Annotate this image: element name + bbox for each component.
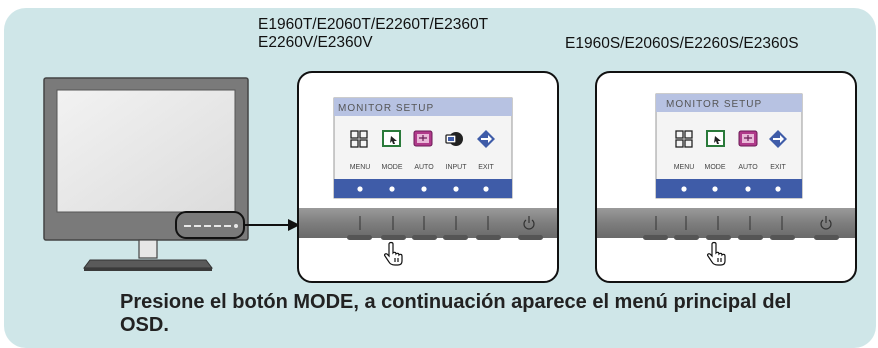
model-line-2: E2260V/E2360V xyxy=(258,34,373,51)
model-line-1: E1960T/E2060T/E2260T/E2360T xyxy=(258,16,489,33)
osd-label-auto: AUTO xyxy=(414,164,434,171)
osd-label-exit: EXIT xyxy=(478,164,494,171)
callout-t-series xyxy=(297,71,559,283)
osd-title: MONITOR SETUP xyxy=(338,103,434,114)
osd-label-input: INPUT xyxy=(446,164,468,171)
pointing-hand-icon xyxy=(707,241,726,266)
auto-adjust-icon xyxy=(738,130,758,147)
exit-arrow-icon xyxy=(769,130,787,148)
osd-label-menu: MENU xyxy=(350,164,371,171)
power-icon xyxy=(820,216,832,230)
instruction-text: Presione el botón MODE, a continuación a… xyxy=(120,291,792,336)
menu-grid-icon xyxy=(675,130,693,148)
osd-label-mode-s: MODE xyxy=(705,164,726,171)
osd-label-auto-s: AUTO xyxy=(738,164,758,171)
monitor-illustration xyxy=(43,77,249,271)
mode-picture-icon xyxy=(706,130,725,147)
input-source-icon xyxy=(445,132,463,146)
exit-arrow-icon xyxy=(477,130,495,148)
menu-grid-icon xyxy=(350,130,368,148)
callout-s-series xyxy=(595,71,857,283)
pointing-hand-icon xyxy=(384,241,403,266)
osd-label-menu-s: MENU xyxy=(674,164,695,171)
model-list-s-series: E1960S/E2060S/E2260S/E2360S xyxy=(565,35,799,52)
power-icon xyxy=(523,216,535,230)
mode-picture-icon xyxy=(382,130,401,147)
auto-adjust-icon xyxy=(413,130,433,147)
osd-label-exit-s: EXIT xyxy=(770,164,786,171)
osd-label-mode: MODE xyxy=(382,164,403,171)
arrow-icon xyxy=(288,219,300,231)
osd-title-s: MONITOR SETUP xyxy=(666,99,762,110)
model-list-t-series: E1960T/E2060T/E2260T/E2360T E2260V/E2360… xyxy=(258,16,488,52)
monitor-bezel-buttons xyxy=(184,224,238,228)
